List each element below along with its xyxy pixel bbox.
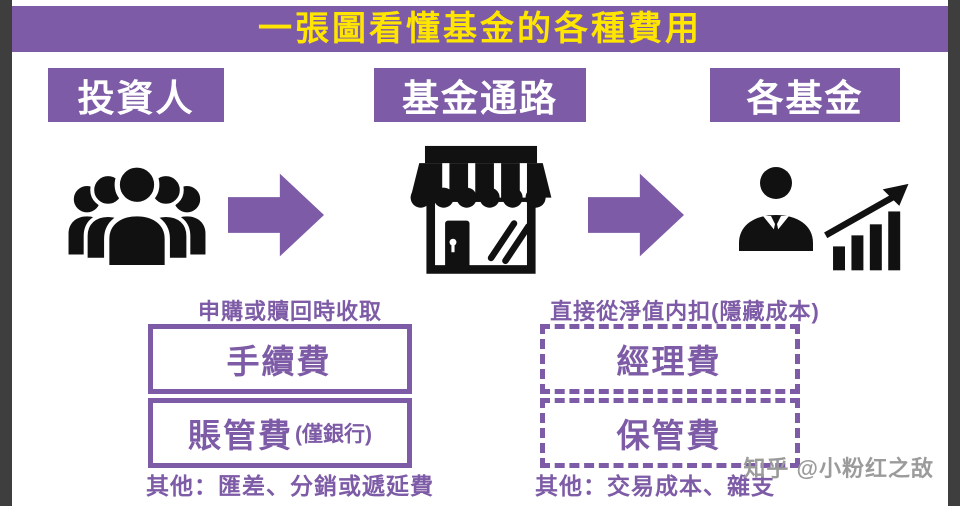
left-edge-strip (0, 0, 12, 506)
fee-box-handling-fee: 手續費 (148, 324, 412, 394)
arrow-right-icon (228, 173, 324, 257)
bar-chart-growth-icon (822, 180, 914, 276)
column-label-investor-text: 投資人 (77, 78, 195, 119)
page-title: 一張圖看懂基金的各種費用 (258, 10, 702, 48)
column-label-fund-channel: 基金通路 (374, 68, 586, 122)
arrow-right-icon (588, 173, 684, 257)
column-label-each-fund-text: 各基金 (746, 78, 864, 119)
fee-box-account-mgmt-fee-suffix: (僅銀行) (295, 423, 372, 446)
businessman-icon (726, 158, 826, 264)
right-edge-strip (948, 0, 960, 506)
column-label-each-fund: 各基金 (710, 68, 900, 122)
right-section-note: 其他：交易成本、雜支 (535, 473, 775, 499)
fee-box-management-fee-text: 經理費 (616, 343, 722, 380)
people-group-icon (58, 140, 216, 290)
right-section-heading: 直接從淨值内扣(隱藏成本) (550, 299, 820, 324)
watermark: 知乎 @小粉红之敌 (743, 456, 934, 481)
fee-box-custody-fee-text: 保管費 (616, 417, 722, 454)
left-section-heading: 申購或贖回時收取 (197, 299, 382, 324)
title-banner: 一張圖看懂基金的各種費用 (12, 6, 948, 52)
fee-box-account-mgmt-fee: 賬管費 (僅銀行) (148, 398, 412, 468)
storefront-icon (402, 138, 560, 286)
column-label-fund-channel-text: 基金通路 (402, 78, 558, 119)
fee-box-handling-fee-text: 手續費 (226, 343, 332, 380)
column-label-investor: 投資人 (48, 68, 224, 122)
fee-box-custody-fee: 保管費 (540, 398, 800, 468)
fee-box-management-fee: 經理費 (540, 324, 800, 394)
fee-box-account-mgmt-fee-text: 賬管費 (188, 417, 293, 454)
left-section-note: 其他：匯差、分銷或遞延費 (146, 473, 434, 499)
